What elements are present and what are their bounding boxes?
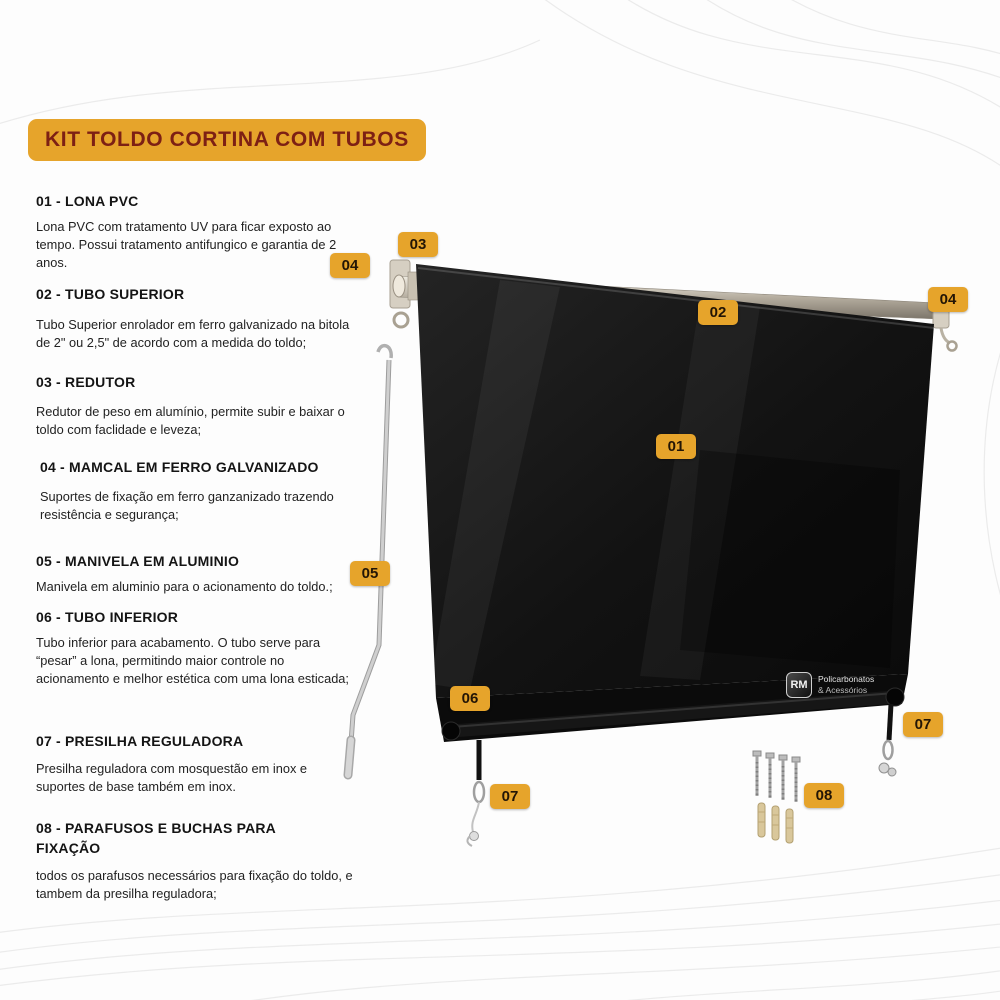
- callout-08: 08: [804, 783, 844, 808]
- item-04-mamcal: 04 - MAMCAL EM FERRO GALVANIZADO Suporte…: [36, 459, 360, 524]
- item-05-manivela: 05 - MANIVELA EM ALUMINIO Manivela em al…: [36, 553, 356, 596]
- carabiner-left: [466, 740, 486, 847]
- item-body: todos os parafusos necessários para fixa…: [36, 868, 353, 902]
- item-03-redutor: 03 - REDUTOR Redutor de peso em alumínio…: [36, 374, 356, 439]
- item-heading: 05 - MANIVELA EM ALUMINIO: [36, 553, 240, 569]
- item-heading: 03 - REDUTOR: [36, 374, 136, 390]
- item-body: Lona PVC com tratamento UV para ficar ex…: [36, 219, 337, 271]
- page-title: KIT TOLDO CORTINA COM TUBOS: [28, 119, 426, 161]
- item-08-parafusos: 08 - PARAFUSOS E BUCHAS PARA FIXAÇÃO tod…: [36, 819, 353, 904]
- item-06-tubo-inferior: 06 - TUBO INFERIOR Tubo inferior para ac…: [36, 609, 356, 688]
- item-heading: 02 - TUBO SUPERIOR: [36, 286, 185, 302]
- callout-06: 06: [450, 686, 490, 711]
- callout-07-bottom: 07: [490, 784, 530, 809]
- item-heading: 07 - PRESILHA REGULADORA: [36, 733, 244, 749]
- tarp: [416, 264, 935, 698]
- brand-logo: RM: [786, 672, 812, 698]
- item-heading: 08 - PARAFUSOS E BUCHAS PARA FIXAÇÃO: [36, 820, 276, 856]
- item-body: Tubo Superior enrolador em ferro galvani…: [36, 317, 350, 351]
- item-07-presilha: 07 - PRESILHA REGULADORA Presilha regula…: [36, 733, 356, 796]
- item-heading: 04 - MAMCAL EM FERRO GALVANIZADO: [40, 459, 319, 475]
- brand-watermark: RM Policarbonatos & Acessórios: [786, 672, 874, 698]
- callout-04-left: 04: [330, 253, 370, 278]
- item-02-tubo-superior: 02 - TUBO SUPERIOR Tubo Superior enrolad…: [36, 286, 356, 352]
- item-heading: 06 - TUBO INFERIOR: [36, 609, 179, 625]
- item-body: Presilha reguladora com mosquestão em in…: [36, 761, 308, 795]
- callout-03: 03: [398, 232, 438, 257]
- callout-04-right: 04: [928, 287, 968, 312]
- callout-07-right: 07: [903, 712, 943, 737]
- item-body: Manivela em aluminio para o acionamento …: [36, 579, 333, 594]
- wall-anchors: [757, 802, 794, 844]
- callout-05: 05: [350, 561, 390, 586]
- item-body: Redutor de peso em alumínio, permite sub…: [36, 404, 345, 438]
- crank-handle: [343, 343, 393, 780]
- brand-tagline: & Acessórios: [818, 685, 868, 695]
- screws: [752, 750, 801, 802]
- brand-name: Policarbonatos: [818, 674, 875, 685]
- item-body: Tubo inferior para acabamento. O tubo se…: [36, 635, 349, 687]
- carabiner-right: [878, 703, 897, 777]
- item-heading: 01 - LONA PVC: [36, 193, 139, 209]
- item-body: Suportes de fixação em ferro ganzanizado…: [40, 489, 334, 523]
- item-01-lona-pvc: 01 - LONA PVC Lona PVC com tratamento UV…: [36, 193, 356, 272]
- callout-02: 02: [698, 300, 738, 325]
- callout-01: 01: [656, 434, 696, 459]
